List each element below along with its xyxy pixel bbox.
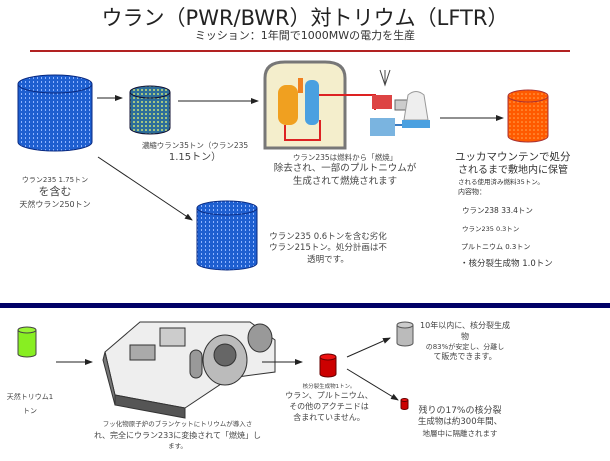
reactor-label: ウラン235は燃料から「燃焼」 除去され、一部のプルトニウムが 生成されて燃焼さ… (273, 153, 417, 187)
natural-uranium-cylinder (17, 74, 93, 152)
section-divider (0, 303, 610, 308)
pwr-reactor-diagram (263, 60, 430, 150)
spent-fuel-label: ユッカマウンテンで処分 されるまで敷地内に保管 される使用済み燃料35トン。 内… (455, 151, 571, 270)
enriched-uranium-cylinder (129, 85, 171, 135)
thorium-cylinder (17, 326, 37, 358)
isolated-products-label: 残りの17%の核分裂 生成物は約300年間、 地層中に隔離されます (417, 406, 503, 438)
stable-products-label: 10年以内に、核分裂生成物 の83%が安定し、分離し て販売できます。 (420, 321, 510, 362)
arrow (97, 156, 193, 221)
lftr-label: フッ化物原子炉のブランケットにトリウムが導入さ れ、完全にウラン233に変換され… (93, 420, 262, 450)
depleted-uranium-cylinder (196, 200, 258, 271)
isolated-products-cylinder (400, 398, 409, 410)
fission-products-cylinder (319, 353, 337, 378)
natural-uranium-label: ウラン235 1.75トン を含む 天然ウラン250トン (19, 176, 91, 210)
enriched-uranium-label: 濃縮ウラン35トン（ウラン235 1.15トン） (141, 141, 249, 164)
page-subtitle: ミッション：1年間で1000MWの電力を生産 (194, 29, 416, 42)
lftr-building-illustration (102, 321, 276, 419)
natural-thorium-label: 天然トリウム1 トン (6, 393, 54, 415)
arrow (346, 337, 391, 358)
spent-fuel-cylinder (507, 89, 549, 143)
arrow (346, 368, 399, 401)
depleted-uranium-label: ウラン235 0.6トンを含む劣化 ウラン215トン。処分計画は不 透明です。 (269, 232, 387, 265)
stable-products-cylinder (396, 321, 414, 347)
fission-products-label: 核分裂生成物1トン。 ウラン、プルトニウム、 その他のアクチニドは 含まれていま… (285, 384, 373, 423)
page-title: ウラン（PWR/BWR）対トリウム（LFTR） (101, 6, 509, 30)
